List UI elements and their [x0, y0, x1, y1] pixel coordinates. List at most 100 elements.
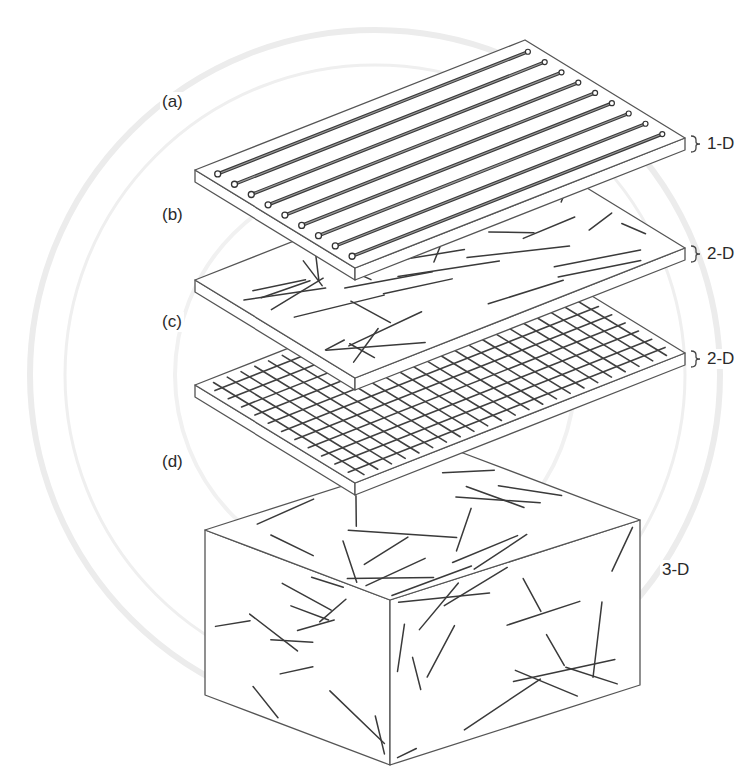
- plate-top: [195, 40, 685, 268]
- panel-letter: (b): [160, 205, 185, 225]
- chopped-fiber: [347, 578, 433, 579]
- dimension-label: 2-D: [705, 244, 736, 264]
- chopped-fiber: [444, 567, 507, 605]
- chopped-fiber: [498, 486, 561, 496]
- fiber-rod-core: [319, 113, 629, 235]
- fiber-plates: [195, 40, 700, 765]
- chopped-fiber: [589, 213, 612, 230]
- chopped-fiber: [303, 261, 322, 286]
- rod-end: [559, 70, 564, 75]
- chopped-fiber: [366, 558, 425, 585]
- rod-end: [248, 192, 254, 198]
- unidirectional-plate: [195, 40, 700, 280]
- fiber-rod-core: [352, 134, 662, 256]
- chopped-fiber: [312, 577, 344, 587]
- panel-letter: (a): [160, 92, 185, 112]
- rod-end: [609, 101, 614, 106]
- chopped-fiber: [282, 583, 331, 610]
- chopped-fiber: [250, 614, 298, 651]
- rod-end: [593, 90, 598, 95]
- chopped-fiber: [507, 601, 580, 625]
- rod-end: [316, 233, 322, 239]
- dimension-label: 2-D: [705, 349, 736, 369]
- chopped-fiber: [298, 620, 335, 631]
- chopped-fiber: [383, 279, 452, 294]
- chopped-fiber: [466, 487, 524, 508]
- chopped-fiber: [257, 499, 313, 524]
- dimension-label: 3-D: [660, 560, 691, 580]
- chopped-fiber: [523, 579, 541, 612]
- fiber-rod-core: [285, 93, 595, 215]
- chopped-fiber: [343, 541, 357, 582]
- chopped-fiber: [325, 340, 344, 350]
- chopped-fiber: [291, 606, 329, 620]
- chopped-fiber: [554, 250, 640, 267]
- chopped-fiber: [398, 624, 405, 671]
- chopped-fiber: [612, 527, 633, 571]
- chopped-fiber: [253, 686, 278, 717]
- rod-end: [265, 202, 271, 208]
- rod-end: [576, 80, 581, 85]
- chopped-fiber: [398, 748, 417, 757]
- chopped-fiber: [355, 496, 357, 526]
- dimension-label: 1-D: [705, 134, 736, 154]
- chopped-fiber: [348, 530, 456, 537]
- chopped-fiber: [456, 497, 540, 503]
- chopped-fiber: [467, 246, 569, 257]
- chopped-fiber: [398, 261, 499, 276]
- thickness-brace: [691, 351, 700, 367]
- cube-face: [205, 450, 640, 600]
- chopped-fiber: [375, 716, 384, 754]
- fiber-rod-core: [302, 103, 612, 225]
- fiber-rod-core: [335, 124, 645, 246]
- rod-end: [643, 121, 648, 126]
- chopped-fiber: [593, 602, 602, 677]
- thickness-brace: [691, 136, 700, 152]
- chopped-fiber: [489, 231, 534, 233]
- chopped-fiber: [280, 667, 313, 674]
- chopped-fiber: [419, 583, 458, 630]
- chopped-fiber: [271, 535, 313, 556]
- thickness-brace: [691, 246, 700, 262]
- fiber-rod: [335, 124, 645, 246]
- chopped-fiber: [215, 621, 250, 627]
- fiber-rod: [319, 113, 629, 235]
- chopped-fiber: [253, 280, 306, 291]
- chopped-fiber: [622, 223, 646, 233]
- chopped-fiber: [392, 566, 471, 595]
- fiber-rod: [302, 103, 612, 225]
- rod-end: [332, 243, 338, 249]
- chopped-fiber: [349, 312, 422, 346]
- chopped-fiber: [513, 659, 614, 681]
- rod-end: [349, 253, 355, 259]
- chopped-fiber: [456, 508, 471, 551]
- panel-letter: (c): [160, 312, 184, 332]
- chopped-fiber: [326, 343, 425, 351]
- chopped-fiber: [364, 537, 408, 564]
- chopped-fiber: [443, 470, 495, 473]
- rod-end: [525, 49, 530, 54]
- panel-letter: (d): [160, 452, 185, 472]
- chopped-fiber: [294, 295, 384, 317]
- fiber-rod: [352, 134, 662, 256]
- rod-end: [215, 171, 221, 177]
- rod-end: [232, 181, 238, 187]
- chopped-fiber: [320, 599, 346, 622]
- rod-end: [282, 212, 288, 218]
- chopped-fiber: [453, 536, 518, 563]
- rod-end: [660, 132, 665, 137]
- chopped-fiber: [413, 657, 421, 689]
- chopped-fiber: [271, 640, 313, 642]
- rod-end: [299, 222, 305, 228]
- chopped-fiber: [547, 635, 565, 666]
- chopped-fiber: [271, 278, 323, 309]
- chopped-fiber: [474, 534, 527, 569]
- chopped-fiber: [523, 217, 574, 238]
- chopped-fiber: [351, 301, 391, 322]
- chopped-fiber: [566, 667, 617, 684]
- cube-3d: [205, 450, 640, 765]
- fiber-rod: [285, 93, 595, 215]
